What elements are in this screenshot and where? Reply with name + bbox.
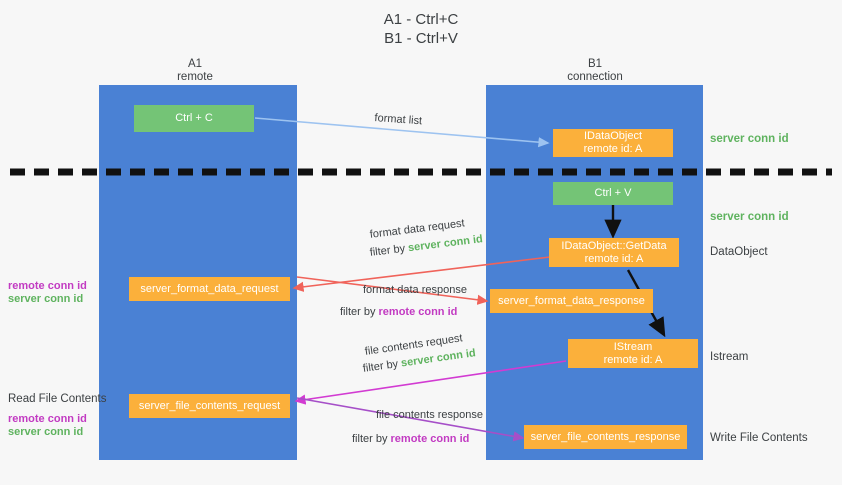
- caption-fcreq-prefix: filter by: [362, 357, 402, 375]
- box-ctrl-v-label: Ctrl + V: [594, 187, 632, 199]
- caption-fcres-prefix: filter by: [352, 433, 391, 445]
- label-server-conn-id-top: server conn id: [710, 133, 789, 145]
- box-server-file-contents-response-label: server_file_contents_response: [530, 430, 681, 443]
- caption-format-data-response: format data response: [363, 284, 467, 296]
- box-idataobject[interactable]: IDataObject remote id: A: [553, 129, 673, 157]
- box-ctrl-c-label: Ctrl + C: [175, 112, 213, 124]
- label-remote-conn-id-mid: remote conn id: [8, 280, 87, 292]
- label-dataobject: DataObject: [710, 246, 768, 258]
- label-read-file-contents: Read File Contents: [8, 393, 107, 405]
- label-server-conn-id-second: server conn id: [710, 211, 789, 223]
- page-title: A1 - Ctrl+C B1 - Ctrl+V: [0, 10, 842, 48]
- caption-file-contents-response-filter: filter by remote conn id: [352, 432, 469, 446]
- box-istream[interactable]: IStream remote id: A: [568, 339, 698, 368]
- column-a1-name: A1: [187, 58, 203, 70]
- box-istream-line1: IStream: [613, 340, 653, 353]
- caption-format-data-response-filter: filter by remote conn id: [340, 305, 457, 319]
- box-ctrl-v[interactable]: Ctrl + V: [553, 182, 673, 205]
- label-server-conn-id-mid: server conn id: [8, 293, 84, 305]
- box-ctrl-c[interactable]: Ctrl + C: [134, 105, 254, 132]
- box-getdata-line2: remote id: A: [584, 252, 644, 265]
- label-server-conn-id-bottom: server conn id: [8, 426, 84, 438]
- box-istream-line2: remote id: A: [603, 353, 663, 366]
- caption-fdreq-prefix: filter by: [369, 242, 409, 259]
- label-write-file-contents: Write File Contents: [710, 432, 808, 444]
- caption-fdreq-key: server conn id: [407, 233, 484, 255]
- column-header-b1: B1 connection: [520, 58, 670, 84]
- label-remote-conn-id-bottom: remote conn id: [8, 413, 87, 425]
- box-server-format-data-response-label: server_format_data_response: [498, 294, 645, 307]
- box-idataobject-line1: IDataObject: [583, 130, 643, 142]
- box-server-file-contents-request-label: server_file_contents_request: [138, 399, 281, 412]
- caption-fcres-key: remote conn id: [390, 433, 470, 445]
- box-server-file-contents-request[interactable]: server_file_contents_request: [129, 394, 290, 418]
- caption-file-contents-response: file contents response: [376, 409, 484, 421]
- box-server-format-data-request[interactable]: server_format_data_request: [129, 277, 290, 301]
- title-line-2: B1 - Ctrl+V: [384, 30, 458, 47]
- box-idataobject-line2: remote id: A: [583, 143, 643, 155]
- caption-fdres-key: remote conn id: [378, 306, 458, 318]
- box-getdata[interactable]: IDataObject::GetData remote id: A: [549, 238, 679, 267]
- title-line-1: A1 - Ctrl+C: [383, 11, 459, 28]
- column-header-a1: A1 remote: [120, 58, 270, 84]
- box-server-format-data-response[interactable]: server_format_data_response: [490, 289, 653, 313]
- column-a1-sub: remote: [177, 71, 213, 83]
- caption-fdres-prefix: filter by: [340, 306, 379, 318]
- label-istream: Istream: [710, 351, 749, 363]
- box-getdata-line1: IDataObject::GetData: [561, 239, 667, 252]
- column-b1-name: B1: [587, 58, 603, 70]
- column-b1-sub: connection: [567, 71, 623, 83]
- box-server-file-contents-response[interactable]: server_file_contents_response: [524, 425, 687, 449]
- caption-format-list: format list: [374, 111, 423, 128]
- box-server-format-data-request-label: server_format_data_request: [140, 282, 279, 295]
